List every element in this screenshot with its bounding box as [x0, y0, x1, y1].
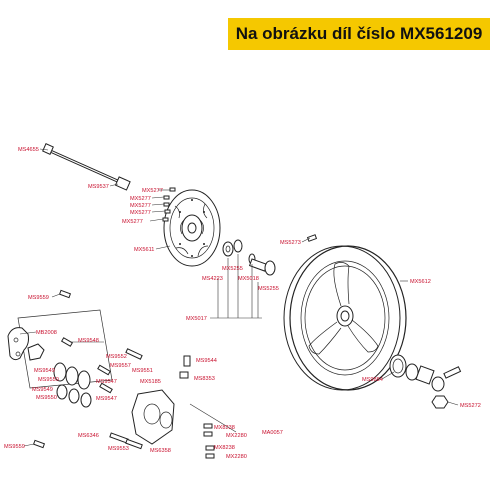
label-mx5185: MX5185 [140, 379, 161, 385]
bleed-valves [203, 423, 215, 459]
label-ms9547-a: MS9547 [96, 379, 117, 385]
label-ms8353: MS8353 [194, 376, 215, 382]
brake-pads [53, 362, 91, 390]
label-ms9559-bottom: MS9559 [4, 444, 25, 450]
leader-lines [19, 148, 459, 447]
disc-bolts [162, 187, 176, 222]
label-mx5255: MX5255 [222, 266, 243, 272]
label-mx8238-b: MX8238 [214, 445, 235, 451]
valve-stem [306, 234, 318, 242]
label-mx2280-a: MX2280 [226, 433, 247, 439]
part-labels: MS4655 MS9537 MX5277 MX5277 MX5277 MX527… [4, 147, 481, 460]
label-mx5277: MX5277 [122, 219, 143, 225]
brake-pad-spring [27, 343, 45, 361]
brake-disc [163, 189, 221, 267]
label-ms9550-a: MS9550 [38, 377, 59, 383]
label-ms4655: MS4655 [18, 147, 39, 153]
wheel-rim-and-tire [283, 245, 407, 391]
label-mx8238-a: MX8238 [214, 425, 235, 431]
label-ms9550-b: MS9550 [36, 395, 57, 401]
label-mx2280-b: MX2280 [226, 454, 247, 460]
label-ms9549-a: MS9549 [34, 368, 55, 374]
label-ms5255: MS5255 [258, 286, 279, 292]
label-mb2008: MB2008 [36, 330, 57, 336]
speedometer-gear [405, 363, 462, 392]
caliper-pistons [56, 384, 92, 408]
label-ms9537: MS9537 [88, 184, 109, 190]
label-ms9884: MS9884 [362, 377, 383, 383]
label-ms9559-top: MS9559 [28, 295, 49, 301]
label-ms9548: MS9548 [78, 338, 99, 344]
caliper-screws [32, 289, 191, 450]
caliper-pins [60, 337, 113, 394]
label-mx5611: MX5611 [134, 247, 154, 253]
caliper-bracket-frame [17, 309, 113, 389]
hub-bearings [222, 239, 276, 276]
label-ms9551: MS9551 [132, 368, 153, 374]
label-mx5277: MX5277 [130, 196, 151, 202]
part-number-banner: Na obrázku díl číslo MX561209 [228, 18, 490, 50]
label-ms9544: MS9544 [196, 358, 217, 364]
brake-caliper [131, 389, 175, 445]
label-mx5277: MX5277 [142, 188, 163, 194]
label-mx5277: MX5277 [130, 203, 151, 209]
oil-seal [389, 354, 407, 378]
label-ms4223: MS4223 [202, 276, 223, 282]
label-mx5277: MX5277 [130, 210, 151, 216]
label-ms9553: MS9553 [108, 446, 129, 452]
label-ma0057: MA0057 [262, 430, 283, 436]
label-ms6358: MS6358 [150, 448, 171, 454]
label-ms5272: MS5272 [460, 403, 481, 409]
axle-nut [431, 395, 449, 409]
label-mx5612: MX5612 [410, 279, 431, 285]
caliper-bracket [7, 327, 29, 361]
label-ms9552: MS9552 [106, 354, 127, 360]
front-axle [42, 143, 123, 185]
label-mx5017: MX5017 [186, 316, 207, 322]
label-ms9549-b: MS9549 [32, 387, 53, 393]
axle-spacer [114, 176, 131, 191]
label-ms9547-b: MS9547 [96, 396, 117, 402]
label-ms6346: MS6346 [78, 433, 99, 439]
label-ms5273: MS5273 [280, 240, 301, 246]
label-ms9557: MS9557 [110, 363, 131, 369]
label-mx5018: MX5018 [238, 276, 259, 282]
